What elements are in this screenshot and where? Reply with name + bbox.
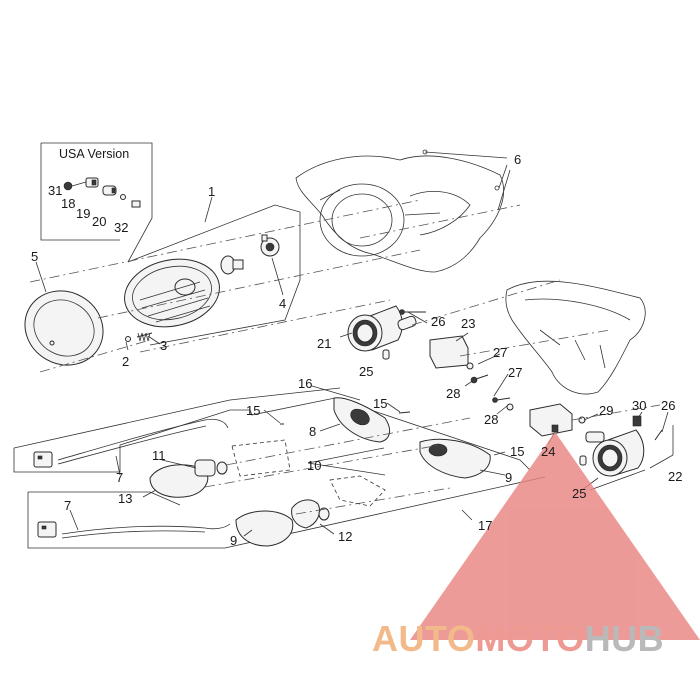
flasher-relay	[429, 335, 469, 369]
rear-signal-group-box	[13, 387, 546, 549]
callout-5: 5	[31, 249, 38, 264]
callout-27a: 27	[493, 345, 507, 360]
callout-7a: 7	[116, 470, 123, 485]
callout-25a: 25	[359, 364, 373, 379]
watermark-logo	[410, 432, 700, 640]
watermark-hub: HUB	[585, 618, 665, 659]
turn-signal-lenses	[149, 397, 491, 547]
callout-13: 13	[118, 491, 132, 506]
callout-28a: 28	[446, 386, 460, 401]
callout-26b: 26	[661, 398, 675, 413]
usa-version-label: USA Version	[59, 147, 129, 161]
callout-16: 16	[298, 376, 312, 391]
callout-25b: 25	[572, 486, 586, 501]
callout-29: 29	[599, 403, 613, 418]
callout-9a: 9	[505, 470, 512, 485]
callout-31: 31	[48, 183, 62, 198]
callout-28b: 28	[484, 412, 498, 427]
assembly-lines	[29, 199, 661, 515]
callout-27b: 27	[508, 365, 522, 380]
callout-21: 21	[317, 336, 331, 351]
handlebar-cover	[295, 149, 504, 273]
watermark-moto: MOTO	[475, 618, 584, 659]
callout-9b: 9	[230, 533, 237, 548]
svg-text:AUTOMOTOHUB: AUTOMOTOHUB	[372, 618, 664, 659]
callout-32: 32	[114, 220, 128, 235]
callout-2: 2	[122, 354, 129, 369]
logo-triangle-inner	[510, 540, 600, 605]
callout-23: 23	[461, 316, 475, 331]
headlight-assembly	[124, 204, 301, 346]
callout-12: 12	[338, 529, 352, 544]
callout-labels: 1 2 3 4 5 6 7 7 8 9 9 10 11 12 13 15 15 …	[31, 152, 682, 548]
callout-20: 20	[92, 214, 106, 229]
callout-7b: 7	[64, 498, 71, 513]
front-turn-signal-right	[579, 429, 645, 477]
callout-11: 11	[152, 448, 166, 463]
callout-17: 17	[478, 518, 492, 533]
callout-30: 30	[632, 398, 646, 413]
callout-10: 10	[307, 458, 321, 473]
callout-15c: 15	[510, 444, 524, 459]
headlight-rim	[24, 290, 104, 366]
screws-hardware	[280, 309, 663, 441]
callout-1: 1	[208, 184, 215, 199]
usa-version-inset: USA Version	[40, 142, 153, 263]
callout-6: 6	[514, 152, 521, 167]
usa-hardware-parts	[63, 177, 141, 208]
callout-24: 24	[541, 444, 555, 459]
callout-3: 3	[160, 338, 167, 353]
headlight-bulb	[220, 255, 244, 275]
wiring-harness-upper	[33, 418, 229, 468]
front-turn-signal-left	[347, 305, 417, 360]
bulb-socket	[260, 234, 280, 257]
callout-19: 19	[76, 206, 90, 221]
callout-15a: 15	[246, 403, 260, 418]
callout-22: 22	[668, 469, 682, 484]
callout-18: 18	[61, 196, 75, 211]
callout-4: 4	[279, 296, 286, 311]
callout-26a: 26	[431, 314, 445, 329]
relay-24	[529, 403, 573, 437]
watermark-text: AUTOMOTOHUB	[372, 618, 664, 659]
callout-15b: 15	[373, 396, 387, 411]
adjust-screw	[125, 332, 153, 342]
logo-triangle-outer	[410, 432, 700, 640]
callout-8: 8	[309, 424, 316, 439]
wiring-harness-lower	[37, 521, 231, 539]
rear-cover	[505, 280, 646, 395]
watermark-auto: AUTO	[372, 618, 475, 659]
